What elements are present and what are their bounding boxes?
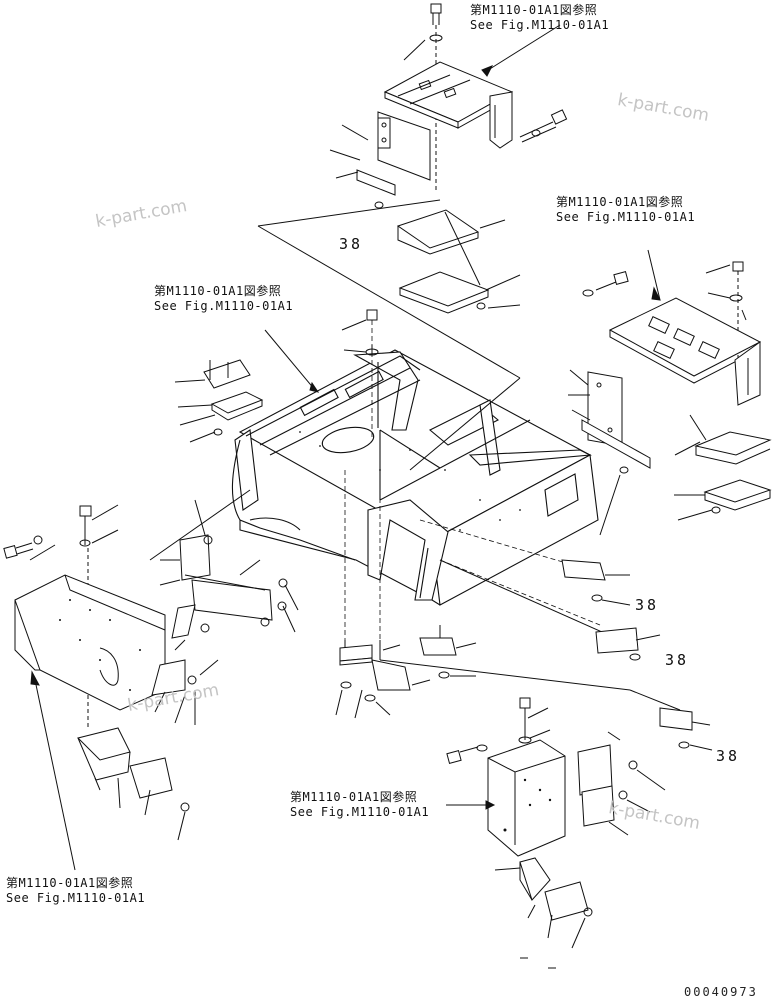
right-center-blocks <box>379 559 713 751</box>
callout-lower-right: 第M1110-01A1図参照 See Fig.M1110-01A1 <box>290 790 429 820</box>
callout-lower-right-jp: 第M1110-01A1図参照 <box>290 790 418 804</box>
callout-top: 第M1110-01A1図参照 See Fig.M1110-01A1 <box>470 3 609 33</box>
lower-right-assembly <box>446 697 666 969</box>
top-plate-assembly <box>329 3 568 209</box>
part-number-label: 38 <box>716 747 741 765</box>
callout-lower-right-en: See Fig.M1110-01A1 <box>290 805 430 819</box>
callout-right: 第M1110-01A1図参照 See Fig.M1110-01A1 <box>556 195 695 225</box>
bolt-icon <box>430 3 442 190</box>
callout-center-jp: 第M1110-01A1図参照 <box>154 284 282 298</box>
callout-top-jp: 第M1110-01A1図参照 <box>470 3 598 17</box>
callout-right-en: See Fig.M1110-01A1 <box>556 210 696 224</box>
frame-leaders <box>149 309 621 641</box>
part-number-label: 38 <box>665 651 690 669</box>
part-number-label: 38 <box>339 235 364 253</box>
callout-center-en: See Fig.M1110-01A1 <box>154 299 294 313</box>
callout-top-en: See Fig.M1110-01A1 <box>470 18 610 32</box>
callout-lower-left-en: See Fig.M1110-01A1 <box>6 891 146 905</box>
left-brackets <box>174 359 264 443</box>
center-blocks <box>335 625 477 719</box>
left-panel-assembly <box>3 499 299 871</box>
support-pan <box>257 199 521 379</box>
right-plate-assembly <box>568 249 772 536</box>
side-bolt-icon <box>519 109 568 143</box>
callout-lower-left-jp: 第M1110-01A1図参照 <box>6 876 134 890</box>
callout-lower-left: 第M1110-01A1図参照 See Fig.M1110-01A1 <box>6 876 145 906</box>
callout-right-jp: 第M1110-01A1図参照 <box>556 195 684 209</box>
callout-center: 第M1110-01A1図参照 See Fig.M1110-01A1 <box>154 284 293 314</box>
main-frame <box>231 320 601 660</box>
part-number-label: 38 <box>635 596 660 614</box>
drawing-code: 00040973 <box>684 985 758 999</box>
